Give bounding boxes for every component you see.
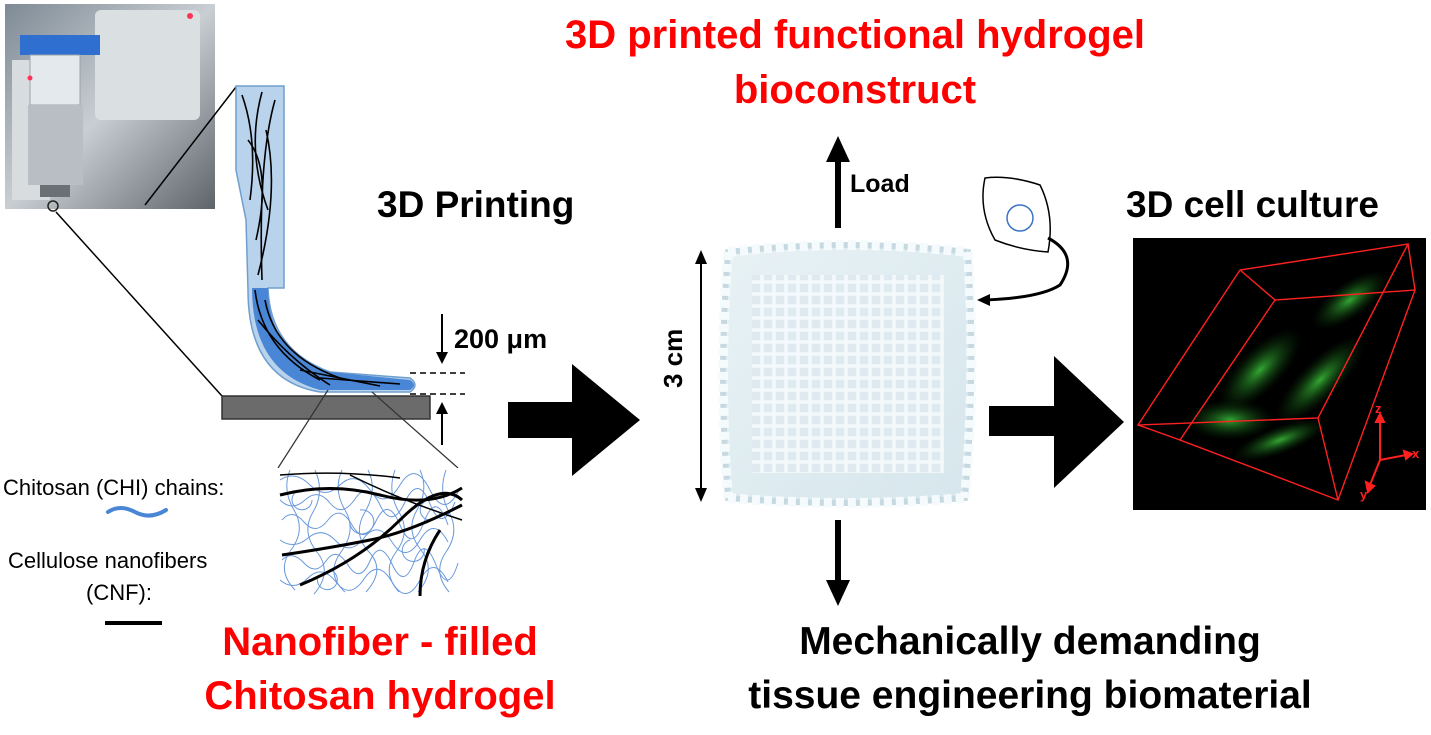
- top-title-line2: bioconstruct: [733, 68, 977, 112]
- printing-arrow: [508, 364, 640, 476]
- zoom-line: [144, 86, 237, 206]
- application-arrow: [826, 520, 850, 606]
- cnf-legend-label-line1: Cellulose nanofibers: [8, 548, 208, 573]
- printer-photo: [5, 4, 215, 212]
- zoom-line: [277, 389, 329, 469]
- axis-x-label: x: [1412, 446, 1420, 461]
- chitosan-legend-swatch: [106, 506, 168, 518]
- bottom-right-title-line2: tissue engineering biomaterial: [748, 674, 1312, 717]
- axis-z-label: z: [1375, 401, 1382, 416]
- chitosan-legend-label: Chitosan (CHI) chains:: [3, 475, 225, 500]
- top-title-line1: 3D printed functional hydrogel: [564, 13, 1146, 57]
- bottom-left-title-line1: Nanofiber - filled: [222, 620, 538, 664]
- hydrogel-construct-photo: [713, 235, 977, 511]
- load-label: Load: [850, 170, 910, 198]
- confocal-image: [1133, 238, 1426, 510]
- network-inset: [278, 468, 464, 598]
- load-arrow: [826, 136, 850, 228]
- zoom-line: [371, 391, 459, 469]
- bottom-left-title-line2: Chitosan hydrogel: [204, 674, 556, 718]
- print-nozzle: [235, 85, 416, 393]
- axis-y-label: y: [1360, 487, 1368, 502]
- zoom-line: [55, 211, 223, 397]
- layer-height-marker: [410, 314, 465, 445]
- print-bed: [221, 395, 431, 420]
- cnf-legend-label-line2: (CNF):: [86, 580, 152, 605]
- layer-height-label: 200 μm: [454, 324, 548, 354]
- cell-sketch: [977, 176, 1070, 306]
- printing-label: 3D Printing: [377, 184, 575, 225]
- bottom-right-title-line1: Mechanically demanding: [799, 620, 1261, 663]
- scale-bar: [695, 250, 707, 502]
- size-label: 3 cm: [658, 328, 688, 388]
- culture-arrow: [989, 356, 1124, 488]
- culture-label: 3D cell culture: [1126, 184, 1379, 225]
